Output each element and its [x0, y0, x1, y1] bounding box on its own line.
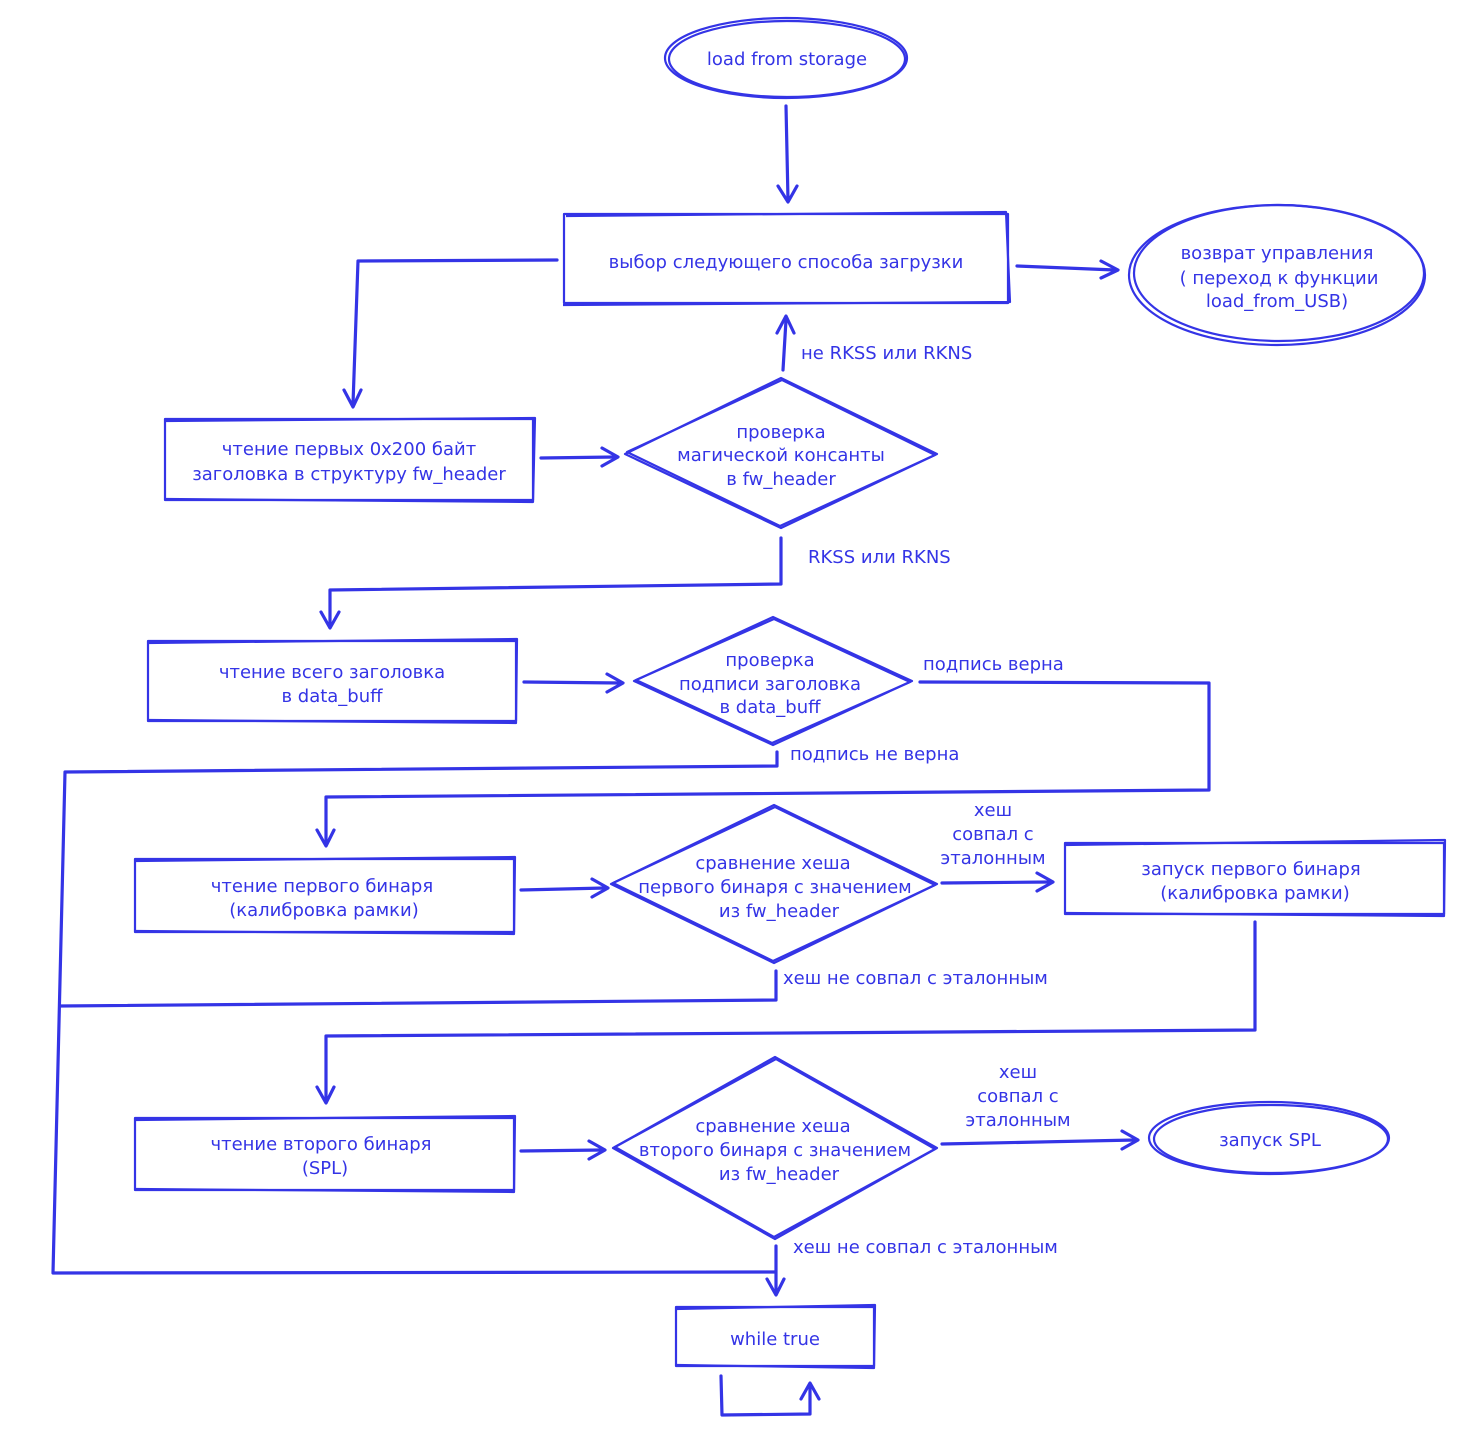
edge-signature-ok-to-first-binary: [315, 680, 1211, 848]
edge-select-to-return: [1015, 259, 1120, 280]
node-return-control: возврат управления ( переход к функции l…: [1127, 203, 1427, 347]
label-hash2-bad: хеш не совпал с эталонным: [793, 1237, 1058, 1258]
label-hash2-ok-line1: хеш: [999, 1062, 1037, 1083]
node-launch-first-binary: запуск первого бинаря (калибровка рамки): [1063, 838, 1447, 918]
node-compare-first-hash-line2: первого бинаря с значением: [638, 877, 911, 898]
edge-read-header-to-magic: [539, 446, 620, 468]
edge-while-loop: [719, 1374, 821, 1417]
label-rkss: RKSS или RKNS: [808, 547, 951, 568]
node-return-control-line1: возврат управления: [1181, 243, 1374, 264]
node-load-from-storage-label: load from storage: [707, 49, 867, 70]
node-compare-first-hash: сравнение хеша первого бинаря с значение…: [609, 803, 939, 965]
node-read-second-binary-line2: (SPL): [302, 1158, 348, 1179]
node-read-full-header-line1: чтение всего заголовка: [219, 662, 445, 683]
label-signature-ok: подпись верна: [923, 654, 1064, 675]
node-launch-first-binary-line2: (калибровка рамки): [1160, 883, 1350, 904]
node-return-control-line3: load_from_USB): [1206, 291, 1348, 312]
node-read-header-first: чтение первых 0x200 байт заголовка в стр…: [163, 416, 537, 504]
edge-first-binary-to-hash1: [519, 877, 610, 899]
edge-hash1-bad-to-while: [58, 969, 778, 1008]
node-read-first-binary: чтение первого бинаря (калибровка рамки): [133, 855, 517, 936]
node-launch-first-binary-line1: запуск первого бинаря: [1141, 859, 1360, 880]
node-check-magic-line2: магической консанты: [677, 445, 885, 466]
node-select-boot-method: выбор следующего способа загрузки: [562, 210, 1012, 307]
node-read-first-binary-line1: чтение первого бинаря: [211, 876, 433, 897]
label-signature-bad: подпись не верна: [790, 744, 959, 765]
node-read-header-first-line1: чтение первых 0x200 байт: [222, 439, 476, 460]
edge-hash2-bad-to-while: [765, 1244, 786, 1297]
node-read-header-first-line2: заголовка в структуру fw_header: [192, 464, 506, 485]
node-compare-second-hash-line3: из fw_header: [719, 1164, 840, 1185]
edge-select-to-read-header: [342, 258, 559, 409]
edge-second-binary-to-hash2: [519, 1139, 607, 1161]
label-not-rkss: не RKSS или RKNS: [801, 343, 972, 364]
node-check-signature: проверка подписи заголовка в data_buff: [632, 615, 914, 747]
node-check-signature-line2: подписи заголовка: [679, 674, 861, 695]
label-hash1-bad: хеш не совпал с эталонным: [783, 968, 1048, 989]
edge-hash2-ok-to-spl: [940, 1129, 1140, 1151]
node-read-full-header: чтение всего заголовка в data_buff: [146, 637, 519, 725]
node-check-magic-line3: в fw_header: [726, 469, 836, 490]
edge-hash1-ok-to-launch: [940, 871, 1055, 893]
node-check-magic-line1: проверка: [736, 422, 825, 443]
node-launch-spl: запуск SPL: [1147, 1100, 1391, 1176]
node-check-magic: проверка магической консанты в fw_header: [623, 376, 939, 530]
label-hash1-ok-line2: совпал с: [952, 824, 1033, 845]
node-read-first-binary-line2: (калибровка рамки): [229, 900, 419, 921]
edge-start-to-select: [776, 104, 799, 204]
node-select-boot-method-label: выбор следующего способа загрузки: [609, 252, 964, 273]
node-read-second-binary: чтение второго бинаря (SPL): [133, 1114, 517, 1194]
node-compare-first-hash-line3: из fw_header: [719, 901, 840, 922]
label-hash2-ok-line3: эталонным: [965, 1110, 1070, 1131]
label-hash1-ok-line1: хеш: [974, 800, 1012, 821]
node-check-signature-line3: в data_buff: [719, 697, 821, 718]
node-load-from-storage: load from storage: [663, 16, 909, 100]
edge-magic-to-full-header: [319, 536, 783, 630]
label-hash2-ok-line2: совпал с: [977, 1086, 1058, 1107]
node-while-true: while true: [674, 1303, 877, 1370]
node-while-true-label: while true: [730, 1329, 820, 1350]
edge-magic-to-select: [775, 314, 796, 372]
node-launch-spl-label: запуск SPL: [1219, 1130, 1321, 1151]
label-hash1-ok-line3: эталонным: [940, 848, 1045, 869]
edge-signature-bad-to-while: [51, 750, 779, 1275]
node-check-signature-line1: проверка: [725, 650, 814, 671]
node-return-control-line2: ( переход к функции: [1180, 268, 1379, 289]
node-read-full-header-line2: в data_buff: [281, 686, 383, 707]
node-compare-second-hash: сравнение хеша второго бинаря с значение…: [611, 1055, 939, 1241]
node-read-second-binary-line1: чтение второго бинаря: [210, 1134, 431, 1155]
node-compare-first-hash-line1: сравнение хеша: [695, 853, 850, 874]
node-compare-second-hash-line1: сравнение хеша: [695, 1116, 850, 1137]
edge-full-header-to-signature: [522, 672, 625, 694]
node-compare-second-hash-line2: второго бинаря с значением: [639, 1140, 911, 1161]
edge-launch-to-second-binary: [315, 920, 1257, 1105]
